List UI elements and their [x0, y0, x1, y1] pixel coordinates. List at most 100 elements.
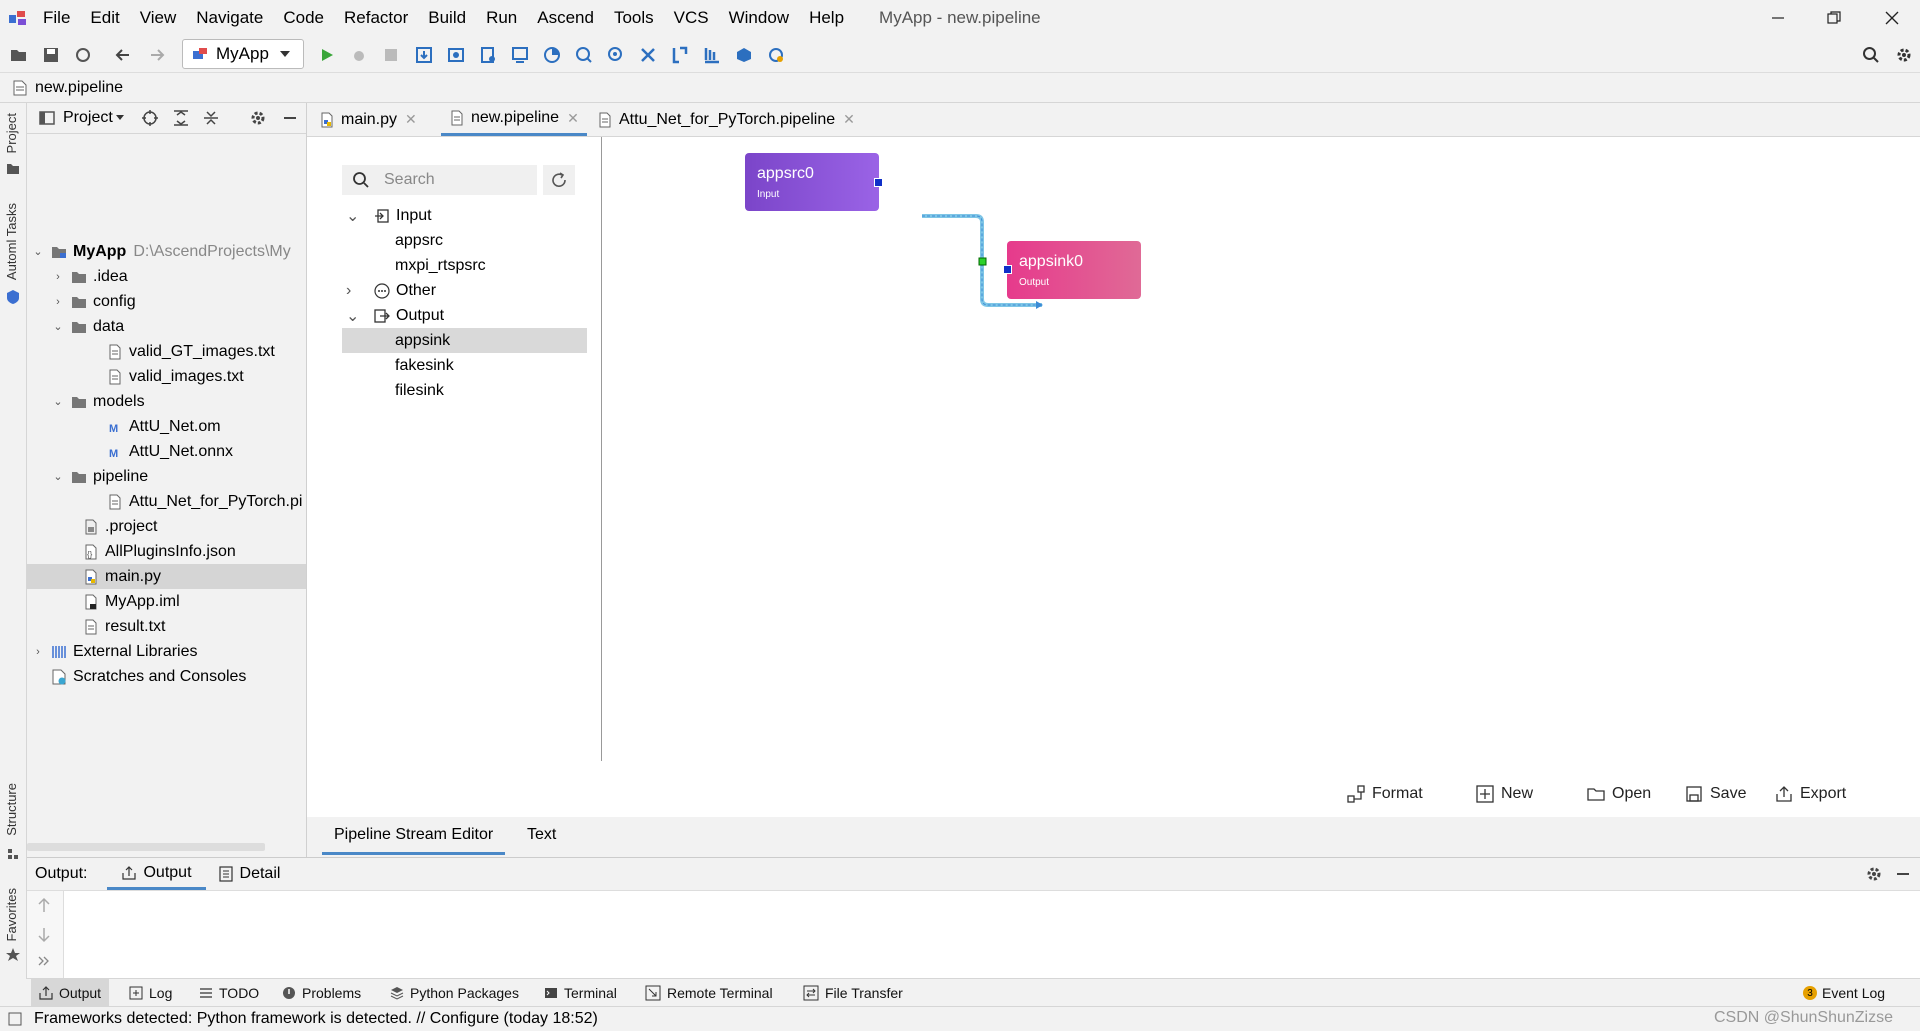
ascend-bars-icon[interactable]: [701, 44, 723, 66]
tree-item-data[interactable]: ⌄ data: [27, 314, 306, 339]
tree-item-file[interactable]: main.py: [27, 564, 306, 589]
horizontal-scrollbar[interactable]: [27, 843, 265, 851]
connection-midpoint-handle[interactable]: [978, 257, 987, 266]
tree-item-file[interactable]: M AttU_Net.onnx: [27, 439, 306, 464]
ascend-search-icon[interactable]: [605, 44, 627, 66]
ascend-convert-icon[interactable]: [477, 44, 499, 66]
tab-text[interactable]: Text: [527, 817, 556, 852]
menu-vcs[interactable]: VCS: [673, 8, 709, 27]
close-tab-icon[interactable]: ✕: [567, 109, 579, 126]
tool-file-transfer[interactable]: File Transfer: [803, 979, 903, 1007]
ascend-analyze-icon[interactable]: [573, 44, 595, 66]
menu-file[interactable]: File: [43, 8, 71, 27]
format-button[interactable]: Format: [1346, 784, 1423, 804]
status-message[interactable]: Frameworks detected: Python framework is…: [34, 1010, 598, 1027]
menu-help[interactable]: Help: [809, 8, 845, 27]
run-config-select[interactable]: MyApp: [182, 39, 304, 69]
tool-event-log[interactable]: 3 Event Log: [1803, 979, 1885, 1007]
palette-item-mxpi-rtspsrc[interactable]: mxpi_rtspsrc: [342, 253, 587, 278]
tree-item-file[interactable]: valid_images.txt: [27, 364, 306, 389]
palette-item-filesink[interactable]: filesink: [342, 378, 587, 403]
project-tool-tab[interactable]: Project: [4, 113, 19, 154]
ascend-package-icon[interactable]: [733, 44, 755, 66]
chevron-right-icon[interactable]: ›: [346, 281, 352, 299]
chevron-down-icon[interactable]: ⌄: [53, 321, 63, 333]
tree-item-file[interactable]: .project: [27, 514, 306, 539]
new-button[interactable]: New: [1475, 784, 1533, 804]
tree-item-file[interactable]: {} AllPluginsInfo.json: [27, 539, 306, 564]
tab-output[interactable]: Output: [107, 858, 206, 890]
tree-item-external-libraries[interactable]: › External Libraries: [27, 639, 306, 664]
back-arrow-icon[interactable]: [112, 44, 134, 66]
pipeline-canvas[interactable]: appsrc0 Input appsink0 Output: [601, 137, 1920, 761]
restore-button[interactable]: [1808, 0, 1860, 36]
debug-icon[interactable]: [348, 44, 370, 66]
tree-item-scratches[interactable]: Scratches and Consoles: [27, 664, 306, 689]
export-button[interactable]: Export: [1774, 784, 1846, 804]
tree-item-models[interactable]: ⌄ models: [27, 389, 306, 414]
palette-group-input[interactable]: ⌄ Input: [342, 203, 587, 228]
tool-terminal[interactable]: Terminal: [544, 979, 617, 1007]
tree-item-config[interactable]: › config: [27, 289, 306, 314]
search-input[interactable]: Search: [342, 165, 537, 195]
menu-tools[interactable]: Tools: [613, 8, 654, 27]
favorites-tool-tab[interactable]: Favorites: [4, 888, 19, 942]
open-folder-icon[interactable]: [8, 44, 30, 66]
chevron-down-icon[interactable]: [115, 114, 125, 122]
tree-item-file[interactable]: valid_GT_images.txt: [27, 339, 306, 364]
chevron-down-icon[interactable]: ⌄: [33, 246, 43, 258]
arrow-down-icon[interactable]: [37, 927, 51, 943]
forward-arrow-icon[interactable]: [146, 44, 168, 66]
ascend-upload-icon[interactable]: [669, 44, 691, 66]
structure-tool-tab[interactable]: Structure: [4, 783, 19, 836]
tab-new-pipeline[interactable]: new.pipeline ✕: [441, 103, 587, 136]
close-tab-icon[interactable]: ✕: [405, 111, 417, 127]
tree-item-file[interactable]: result.txt: [27, 614, 306, 639]
ascend-settings-icon[interactable]: [765, 44, 787, 66]
tab-main-py[interactable]: main.py ✕: [319, 103, 417, 136]
ascend-model-icon[interactable]: [445, 44, 467, 66]
tree-item-file[interactable]: MyApp.iml: [27, 589, 306, 614]
tab-detail[interactable]: Detail: [218, 865, 280, 883]
save-all-icon[interactable]: [40, 44, 62, 66]
tree-item-pipeline[interactable]: ⌄ pipeline: [27, 464, 306, 489]
chevron-down-icon[interactable]: ⌄: [346, 207, 360, 225]
close-window-button[interactable]: [1866, 0, 1918, 36]
gear-icon[interactable]: [249, 109, 267, 127]
collapse-all-icon[interactable]: [203, 109, 219, 127]
tool-todo[interactable]: TODO: [199, 979, 259, 1007]
input-port[interactable]: [1003, 265, 1012, 274]
hide-panel-icon[interactable]: [1895, 865, 1911, 883]
ascend-tools-icon[interactable]: [637, 44, 659, 66]
project-view-label[interactable]: Project: [63, 109, 113, 126]
tool-problems[interactable]: Problems: [282, 979, 361, 1007]
ascend-profile-icon[interactable]: [541, 44, 563, 66]
palette-group-other[interactable]: › Other: [342, 278, 587, 303]
run-icon[interactable]: [316, 44, 338, 66]
palette-item-fakesink[interactable]: fakesink: [342, 353, 587, 378]
gear-icon[interactable]: [1865, 865, 1883, 883]
palette-item-appsrc[interactable]: appsrc: [342, 228, 587, 253]
chevron-right-icon[interactable]: ›: [56, 270, 60, 283]
minimize-button[interactable]: [1752, 0, 1804, 36]
expand-all-icon[interactable]: [173, 109, 189, 127]
hide-panel-icon[interactable]: [282, 109, 298, 127]
arrow-up-icon[interactable]: [37, 897, 51, 913]
menu-build[interactable]: Build: [428, 8, 467, 27]
chevron-right-icon[interactable]: ›: [56, 295, 60, 308]
menu-code[interactable]: Code: [283, 8, 324, 27]
chevron-down-icon[interactable]: ⌄: [53, 471, 63, 483]
menu-window[interactable]: Window: [728, 8, 790, 27]
breadcrumb-file[interactable]: new.pipeline: [35, 78, 124, 96]
chevron-right-icon[interactable]: ›: [36, 645, 40, 658]
palette-item-appsink[interactable]: appsink: [342, 328, 587, 353]
tree-item-file[interactable]: Attu_Net_for_PyTorch.pi: [27, 489, 306, 514]
save-button[interactable]: Save: [1684, 784, 1746, 804]
stop-icon[interactable]: [380, 44, 402, 66]
settings-gear-icon[interactable]: [1893, 44, 1915, 66]
menu-edit[interactable]: Edit: [90, 8, 120, 27]
menu-ascend[interactable]: Ascend: [537, 8, 594, 27]
chevron-down-icon[interactable]: ⌄: [53, 396, 63, 408]
tool-log[interactable]: Log: [129, 979, 172, 1007]
chevron-down-icon[interactable]: ⌄: [346, 307, 360, 325]
